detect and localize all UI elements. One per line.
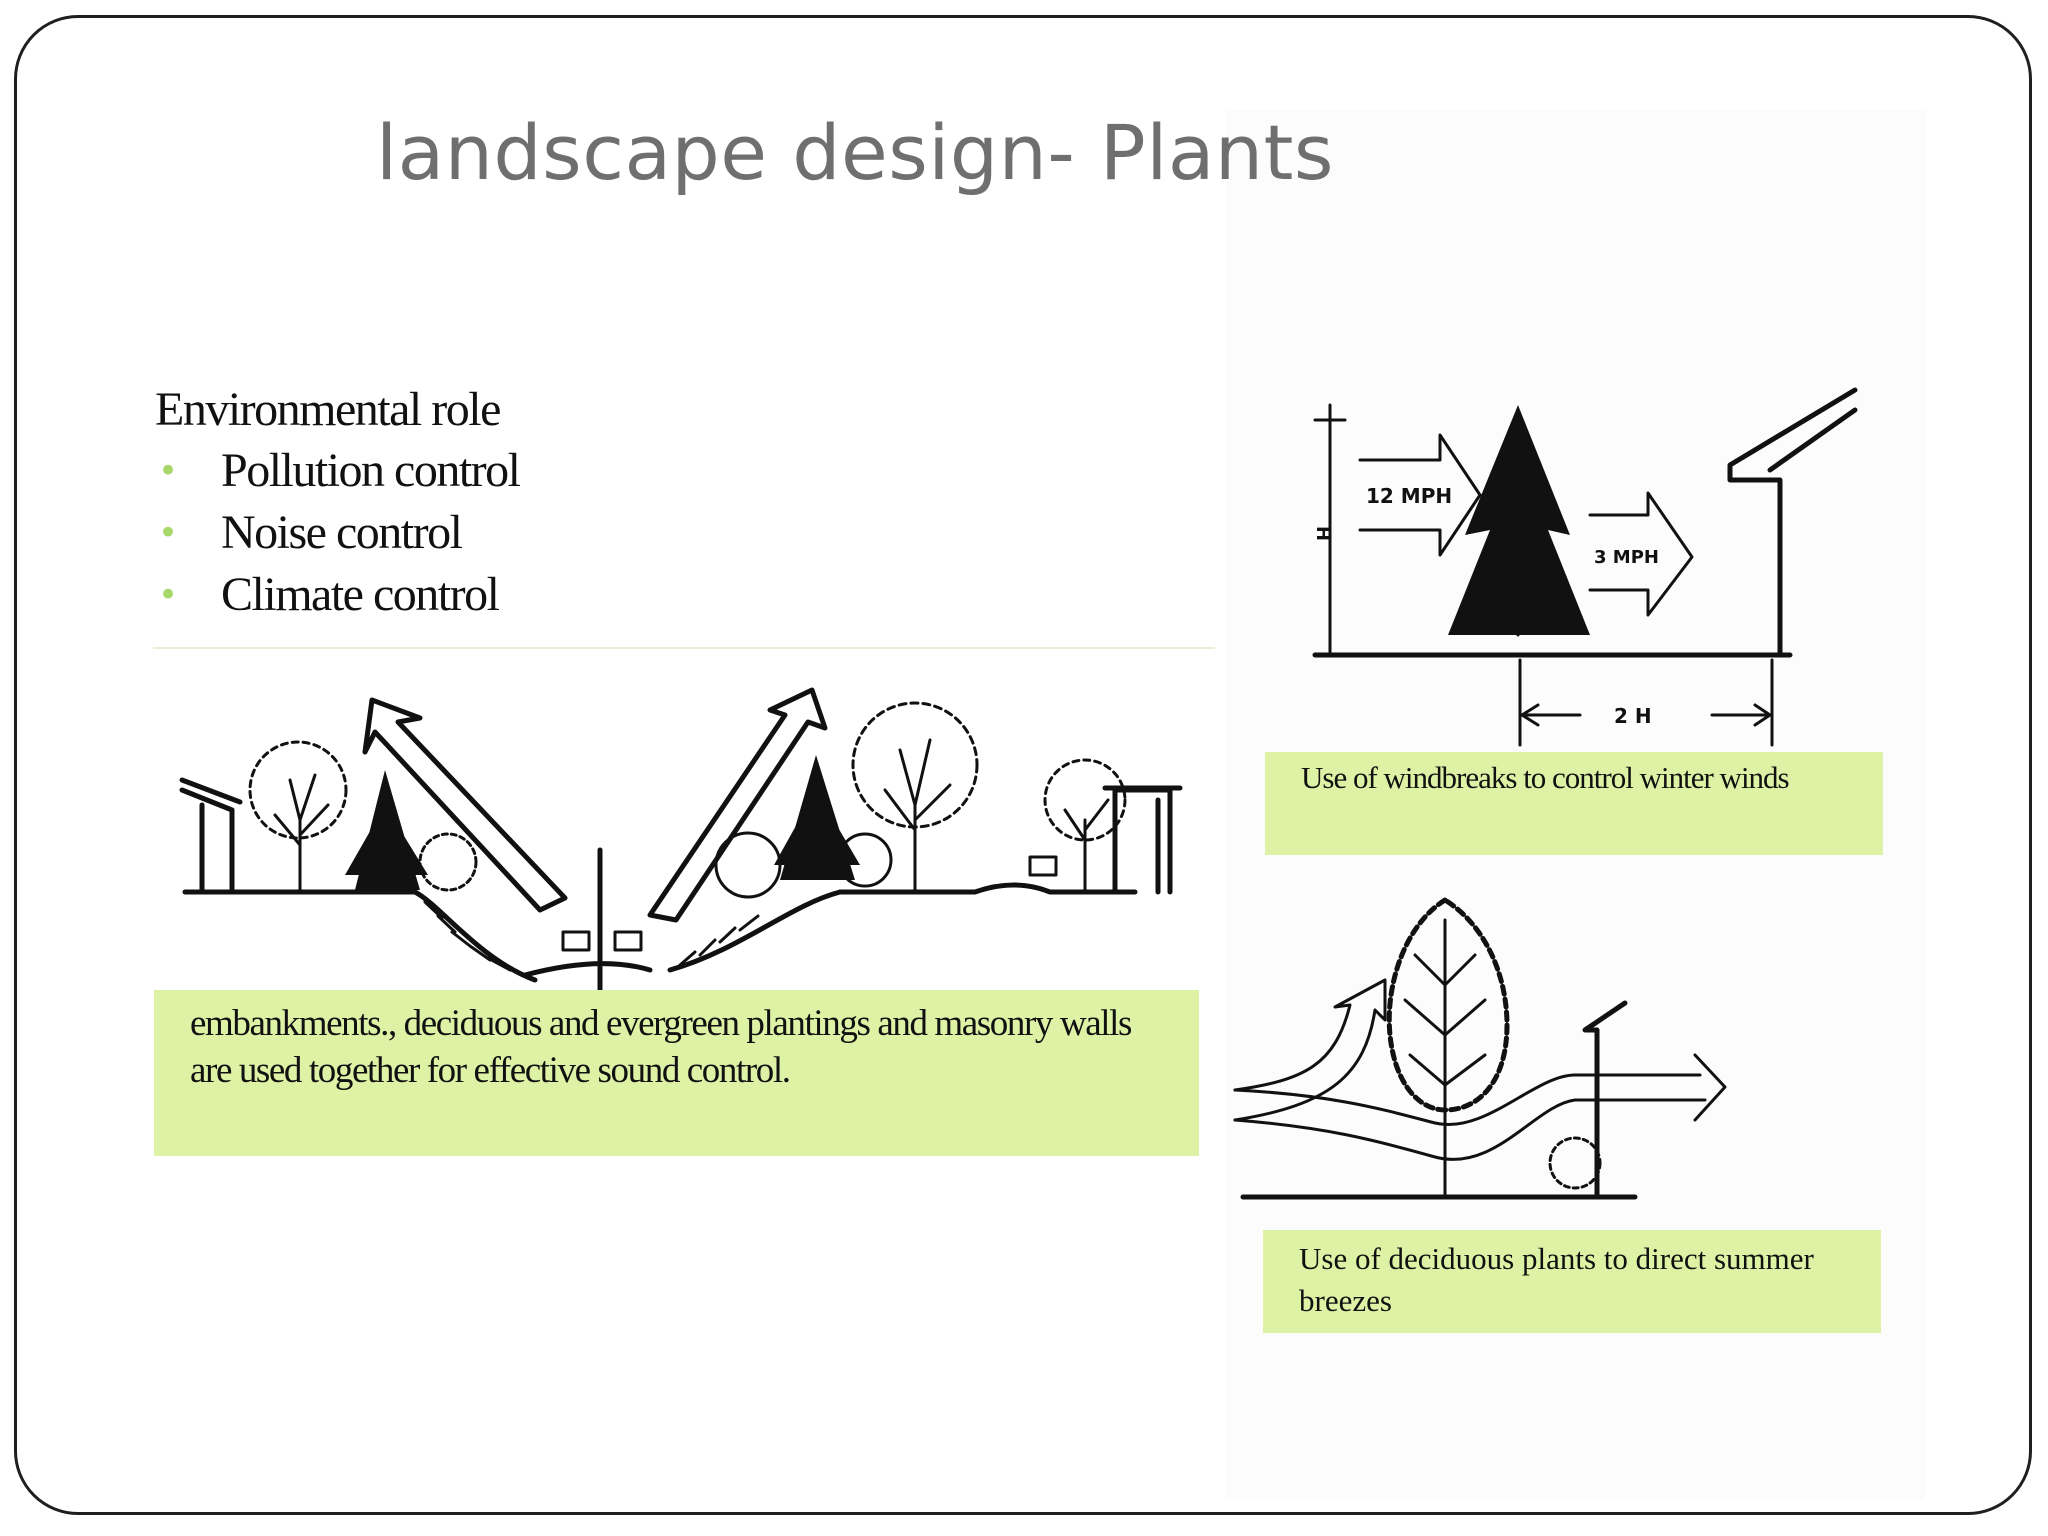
environmental-role-list: Environmental role • Pollution control • N… bbox=[155, 380, 521, 626]
summer-breeze-illustration bbox=[1233, 897, 1727, 1200]
bullet-icon: • bbox=[158, 575, 178, 615]
sound-control-illustration bbox=[179, 687, 1183, 998]
bullet-icon: • bbox=[158, 451, 178, 491]
summer-breeze-caption: Use of deciduous plants to direct summer… bbox=[1263, 1230, 1881, 1333]
list-item-label: Climate control bbox=[221, 568, 500, 621]
list-item: • Climate control bbox=[155, 564, 520, 626]
windbreak-illustration: H 12 MPH 3 MPH 2 H bbox=[1312, 387, 1858, 747]
downwind-speed-label: 3 MPH bbox=[1594, 547, 1659, 568]
list-heading: Environmental role bbox=[155, 383, 501, 436]
height-label: H bbox=[1312, 526, 1333, 541]
list-item-label: Pollution control bbox=[221, 444, 521, 497]
upwind-speed-label: 12 MPH bbox=[1366, 484, 1452, 508]
divider bbox=[153, 647, 1215, 649]
slide-title: landscape design- Plants bbox=[376, 108, 1334, 197]
distance-label: 2 H bbox=[1614, 704, 1652, 728]
list-item: • Pollution control bbox=[155, 440, 521, 502]
windbreak-caption: Use of windbreaks to control winter wind… bbox=[1265, 752, 1883, 855]
bullet-icon: • bbox=[158, 513, 178, 553]
list-item-label: Noise control bbox=[221, 506, 463, 559]
sound-control-caption: embankments., deciduous and evergreen pl… bbox=[154, 990, 1199, 1156]
list-item: • Noise control bbox=[155, 502, 520, 564]
